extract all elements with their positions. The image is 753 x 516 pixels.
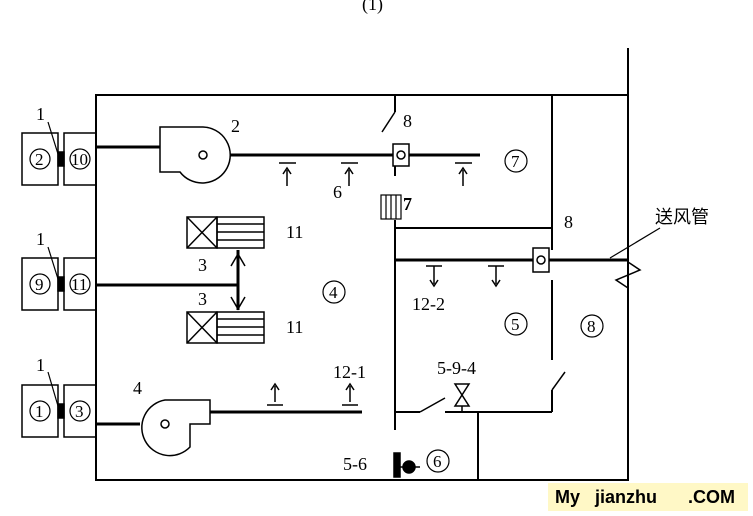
- label-1-bot: 1: [36, 355, 45, 375]
- supply-duct-label: 送风管: [655, 207, 709, 228]
- label-filter-11-upper: 11: [286, 222, 303, 242]
- middle-duct: [96, 250, 240, 310]
- circled-box-numbers: [29, 148, 91, 422]
- grille-7: [380, 194, 402, 220]
- door-swings: [381, 111, 566, 413]
- room-circles: [322, 149, 604, 473]
- filter-coil-upper: [186, 216, 265, 249]
- top-duct: [96, 145, 480, 157]
- watermark-com: .COM: [688, 487, 735, 507]
- damper-8-top: [392, 143, 410, 167]
- supply-duct-leader: [609, 227, 661, 259]
- filter-coil-lower: [186, 311, 265, 344]
- fan-4: [141, 399, 211, 457]
- room-5-outlets: [426, 265, 504, 288]
- label-coil-3-upper: 3: [198, 255, 207, 275]
- label-damper-8-top: 8: [403, 111, 412, 131]
- box-top-left-number: 2: [35, 150, 44, 169]
- box-top-right-number: 10: [71, 150, 88, 169]
- watermark-jianzhu: jianzhu: [594, 487, 657, 507]
- top-mark: (1): [362, 0, 383, 15]
- box-mid-left-number: 9: [35, 275, 44, 294]
- room-6-number: 6: [433, 452, 442, 471]
- damper-8-right: [532, 247, 550, 273]
- label-outlet-12-1: 12-1: [333, 362, 366, 382]
- valve-5-9-4: [453, 383, 471, 412]
- coil-arrows: [230, 252, 246, 311]
- label-damper-8-right: 8: [564, 212, 573, 232]
- label-fan-2: 2: [231, 116, 240, 136]
- room-8-number: 8: [587, 317, 596, 336]
- room-5-number: 5: [511, 315, 520, 334]
- label-sign-7: 7: [403, 194, 412, 214]
- label-filter-11-lower: 11: [286, 317, 303, 337]
- label-outlet-12-2: 12-2: [412, 294, 445, 314]
- room-7-number: 7: [511, 152, 520, 171]
- door-5-6: [393, 452, 420, 478]
- box-mid-right-number: 11: [71, 275, 87, 294]
- fan-2: [159, 126, 231, 184]
- watermark-my: My: [555, 487, 580, 507]
- label-door-5-6: 5-6: [343, 454, 367, 474]
- unit-1-leaders: [47, 121, 59, 407]
- label-valve-5-9-4: 5-9-4: [437, 358, 476, 378]
- box-bot-right-number: 3: [75, 402, 84, 421]
- unit-box-top: [21, 132, 97, 186]
- unit-box-bottom: [21, 384, 97, 438]
- wall-break-symbol: [614, 261, 642, 289]
- label-fan-4: 4: [133, 378, 142, 398]
- label-item-6: 6: [333, 182, 342, 202]
- room-4-number: 4: [329, 283, 338, 302]
- watermark: My jianzhu .COM: [548, 483, 748, 511]
- label-1-mid: 1: [36, 229, 45, 249]
- top-duct-outlets: [279, 162, 472, 186]
- bottom-duct: [96, 410, 362, 426]
- label-coil-3-lower: 3: [198, 289, 207, 309]
- label-1-top: 1: [36, 104, 45, 124]
- bottom-duct-outlets: [267, 382, 358, 406]
- box-bot-left-number: 1: [35, 402, 44, 421]
- unit-box-middle: [21, 257, 97, 311]
